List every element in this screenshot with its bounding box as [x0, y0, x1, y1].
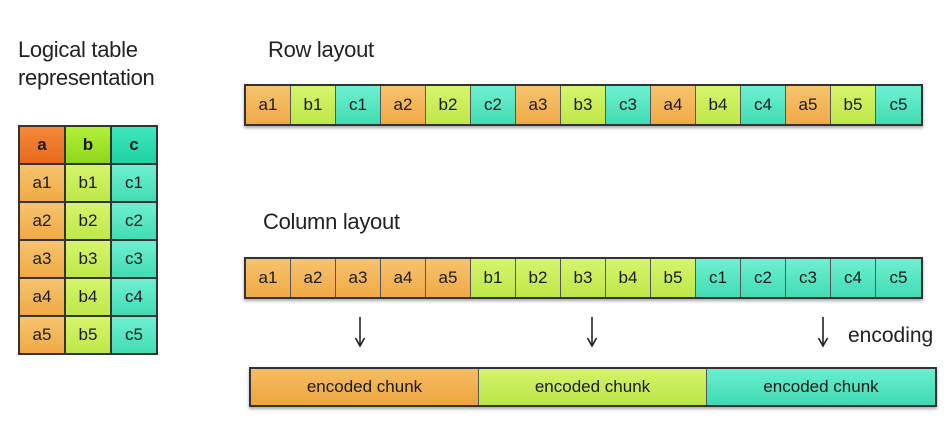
- table-cell: a4: [20, 279, 66, 317]
- table-cell: c4: [112, 279, 158, 317]
- row-layout-cell: a3: [516, 86, 561, 124]
- table-header-b: b: [66, 127, 112, 165]
- column-layout-cell: b1: [471, 259, 516, 297]
- column-layout-cell: a5: [426, 259, 471, 297]
- logical-table-title-line1: Logical table: [18, 37, 138, 62]
- logical-table-title-line2: representation: [18, 65, 155, 90]
- table-cell: c1: [112, 165, 158, 203]
- column-layout-cell: b3: [561, 259, 606, 297]
- encoded-chunk-b: encoded chunk: [479, 369, 707, 405]
- logical-table-title: Logical table representation: [18, 36, 155, 92]
- row-layout-cell: b3: [561, 86, 606, 124]
- row-layout-strip: a1 b1 c1 a2 b2 c2 a3 b3 c3 a4 b4 c4 a5 b…: [244, 84, 923, 126]
- row-layout-cell: a5: [786, 86, 831, 124]
- table-header-c: c: [112, 127, 158, 165]
- table-cell: b4: [66, 279, 112, 317]
- table-cell: b5: [66, 317, 112, 355]
- logical-table: a b c a1 b1 c1 a2 b2 c2 a3 b3 c3 a4 b4 c…: [18, 125, 158, 355]
- column-layout-cell: a1: [246, 259, 291, 297]
- row-layout-cell: b5: [831, 86, 876, 124]
- column-layout-cell: c2: [741, 259, 786, 297]
- table-cell: a3: [20, 241, 66, 279]
- row-layout-cell: c3: [606, 86, 651, 124]
- column-layout-cell: c5: [876, 259, 921, 297]
- table-header-a: a: [20, 127, 66, 165]
- table-cell: c2: [112, 203, 158, 241]
- row-layout-cell: b4: [696, 86, 741, 124]
- row-layout-cell: a1: [246, 86, 291, 124]
- column-layout-cell: a3: [336, 259, 381, 297]
- row-layout-cell: c1: [336, 86, 381, 124]
- row-layout-cell: a2: [381, 86, 426, 124]
- column-layout-cell: c1: [696, 259, 741, 297]
- column-layout-cell: a4: [381, 259, 426, 297]
- table-cell: b1: [66, 165, 112, 203]
- column-layout-cell: b2: [516, 259, 561, 297]
- column-layout-cell: b5: [651, 259, 696, 297]
- column-layout-cell: c4: [831, 259, 876, 297]
- row-layout-cell: c2: [471, 86, 516, 124]
- down-arrow-icon: [353, 316, 367, 348]
- table-cell: a1: [20, 165, 66, 203]
- table-cell: b2: [66, 203, 112, 241]
- table-cell: a5: [20, 317, 66, 355]
- encoding-label: encoding: [848, 324, 934, 347]
- column-layout-cell: a2: [291, 259, 336, 297]
- column-layout-strip: a1 a2 a3 a4 a5 b1 b2 b3 b4 b5 c1 c2 c3 c…: [244, 257, 923, 299]
- row-layout-cell: a4: [651, 86, 696, 124]
- row-layout-title: Row layout: [268, 37, 374, 62]
- down-arrow-icon: [585, 316, 599, 348]
- encoded-chunk-c: encoded chunk: [707, 369, 935, 405]
- table-cell: c5: [112, 317, 158, 355]
- row-layout-cell: c4: [741, 86, 786, 124]
- table-cell: b3: [66, 241, 112, 279]
- row-layout-cell: b2: [426, 86, 471, 124]
- column-layout-title: Column layout: [263, 209, 400, 234]
- column-layout-cell: c3: [786, 259, 831, 297]
- row-layout-cell: c5: [876, 86, 921, 124]
- encoded-chunks: encoded chunk encoded chunk encoded chun…: [249, 367, 937, 407]
- row-layout-cell: b1: [291, 86, 336, 124]
- table-cell: c3: [112, 241, 158, 279]
- down-arrow-icon: [816, 316, 830, 348]
- encoded-chunk-a: encoded chunk: [251, 369, 479, 405]
- table-cell: a2: [20, 203, 66, 241]
- column-layout-cell: b4: [606, 259, 651, 297]
